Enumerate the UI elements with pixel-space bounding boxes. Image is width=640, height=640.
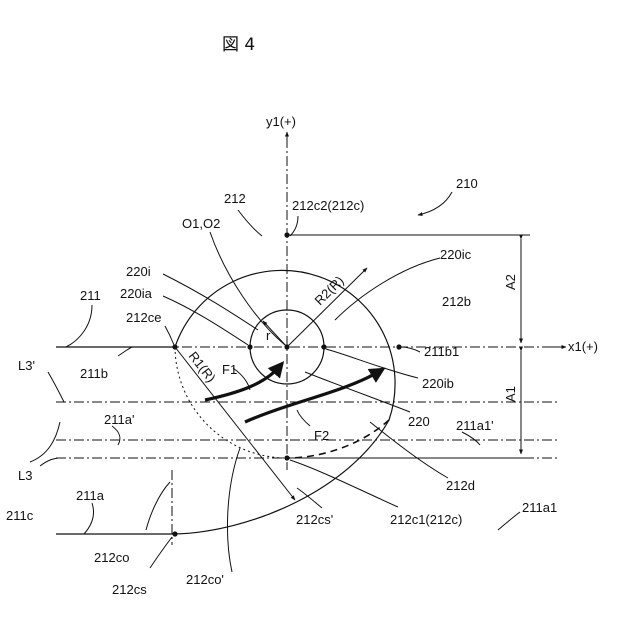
label-211a: 211a — [76, 488, 105, 503]
label-220: 220 — [408, 414, 430, 429]
leader-211a1-prime — [462, 432, 480, 445]
label-211a1-prime: 211a1' — [456, 418, 494, 433]
leader-220ia — [163, 296, 248, 345]
label-212cs: 212cs — [112, 582, 147, 597]
label-210: 210 — [456, 176, 478, 191]
label-211a-prime: 211a' — [104, 412, 134, 427]
label-x-axis: x1(+) — [568, 339, 598, 354]
leader-211 — [66, 305, 92, 347]
leader-212co — [146, 482, 170, 530]
label-212d: 212d — [446, 478, 475, 493]
leader-211a1 — [498, 512, 520, 530]
label-R2: R2(R) — [312, 273, 347, 308]
label-212c2: 212c2(212c) — [292, 198, 364, 213]
leader-212cs-prime — [297, 488, 322, 508]
leader-212c1 — [290, 460, 398, 507]
label-220i: 220i — [126, 264, 151, 279]
label-220ia: 220ia — [120, 286, 153, 301]
leader-211b1 — [401, 347, 420, 352]
body-dashed-edge — [287, 420, 389, 458]
label-211c: 211c — [6, 508, 34, 523]
label-A2: A2 — [503, 274, 518, 290]
label-220ic: 220ic — [440, 247, 472, 262]
label-211: 211 — [80, 288, 101, 303]
label-L3-prime: L3' — [18, 358, 35, 373]
label-A1: A1 — [503, 386, 518, 402]
point-220ib — [321, 344, 326, 349]
leader-212cs — [150, 537, 172, 568]
label-y-axis: y1(+) — [266, 114, 296, 129]
label-O1O2: O1,O2 — [182, 216, 220, 231]
label-212co-prime: 212co' — [186, 572, 224, 587]
leader-211a-prime — [112, 426, 120, 445]
point-220ia — [247, 344, 252, 349]
leader-F2 — [297, 410, 310, 426]
label-F2: F2 — [314, 428, 329, 443]
label-211a1: 211a1 — [522, 500, 557, 515]
leader-L3 — [40, 458, 58, 466]
label-212ce: 212ce — [126, 310, 161, 325]
label-212co: 212co — [94, 550, 129, 565]
label-212cs-prime: 212cs' — [296, 512, 333, 527]
body-outline-bottom — [175, 420, 389, 534]
leader-211c — [30, 422, 60, 462]
point-211b1 — [396, 344, 401, 349]
point-212co — [172, 531, 177, 536]
point-212c1 — [284, 455, 289, 460]
pointer-210 — [418, 192, 452, 215]
label-211b: 211b — [80, 366, 108, 381]
point-center — [284, 344, 289, 349]
leader-212c2 — [290, 216, 298, 236]
label-L3: L3 — [18, 468, 32, 483]
leader-211b — [118, 347, 132, 356]
label-220ib: 220ib — [422, 376, 454, 391]
leader-212 — [238, 210, 262, 236]
leader-220ic — [335, 258, 440, 320]
point-212ce — [172, 344, 177, 349]
leader-212ce — [165, 326, 174, 345]
leader-212co-prime — [227, 448, 240, 572]
label-F1: F1 — [222, 362, 237, 377]
leader-L3-prime — [48, 372, 64, 402]
label-212c1: 212c1(212c) — [390, 512, 462, 527]
label-212: 212 — [224, 191, 246, 206]
leader-212d — [370, 422, 448, 478]
point-212c2 — [284, 232, 289, 237]
leader-211a — [84, 503, 94, 534]
label-212b: 212b — [442, 294, 471, 309]
figure-title: 図 4 — [222, 35, 255, 55]
label-r: r — [266, 328, 271, 343]
label-211b1: 211b1 — [424, 344, 459, 359]
